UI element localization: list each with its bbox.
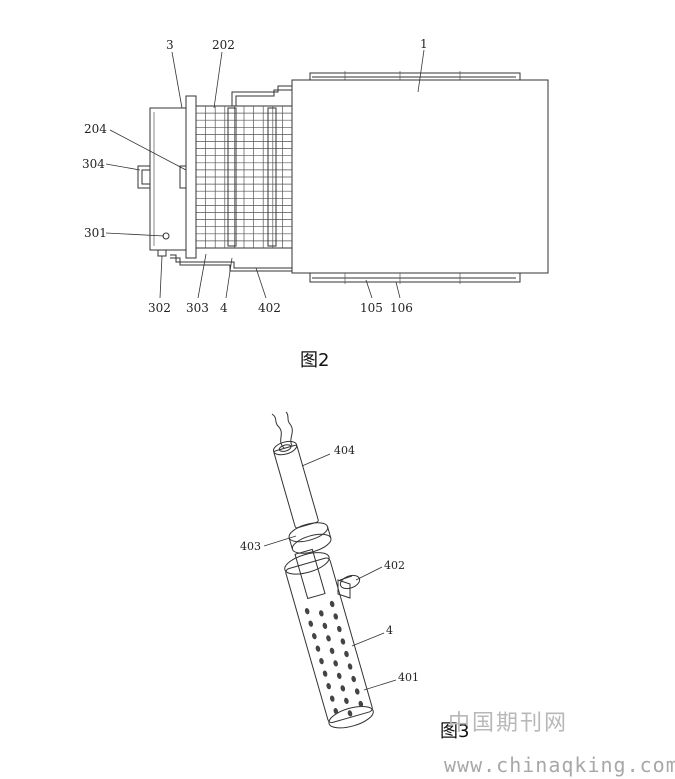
perforation-hole xyxy=(319,610,324,617)
label-204: 204 xyxy=(84,122,107,136)
perforation-hole xyxy=(340,638,346,645)
perforation-hole xyxy=(333,660,338,667)
perforation-hole xyxy=(329,647,335,654)
perforation-hole xyxy=(308,620,314,627)
figure-2: 3 202 1 204 304 301 302 303 4 402 105 10… xyxy=(82,37,549,371)
perforation-hole xyxy=(312,633,317,640)
perforation-hole xyxy=(340,685,346,692)
side-pipe xyxy=(337,574,361,599)
top-pipe xyxy=(231,85,292,106)
perforation-hole xyxy=(336,672,342,679)
label-106: 106 xyxy=(390,301,413,315)
perforation-hole xyxy=(319,658,324,665)
label-302: 302 xyxy=(148,301,171,315)
watermark-site-url: www.chinaqking.com xyxy=(444,753,675,777)
perforation-hole xyxy=(329,600,335,608)
perforation-hole xyxy=(337,625,342,633)
grid-frame xyxy=(195,105,293,249)
mounting-plate xyxy=(185,95,197,259)
box-housing xyxy=(149,107,187,251)
label-301: 301 xyxy=(84,226,107,240)
leader-lines xyxy=(105,49,425,299)
perforation-hole xyxy=(344,650,349,658)
watermark-site-name: 中国期刊网 xyxy=(448,711,568,736)
perforation-hole xyxy=(333,613,339,620)
perforation-hole xyxy=(322,670,328,677)
top-tube-rails xyxy=(300,71,548,81)
watermark: 中国期刊网 www.chinaqking.com xyxy=(444,711,675,777)
perforation-hole xyxy=(358,700,364,708)
perforation-hole xyxy=(347,710,353,717)
perforation-hole xyxy=(351,675,356,683)
left-handle xyxy=(137,165,150,189)
label-105: 105 xyxy=(360,301,383,315)
wire-leads xyxy=(271,411,293,449)
bottom-tube-rails xyxy=(300,272,548,284)
label-304: 304 xyxy=(82,157,105,171)
perforation-hole xyxy=(329,695,335,702)
bottom-pipe xyxy=(170,254,292,269)
main-panel xyxy=(291,79,549,274)
perforation-hole xyxy=(326,635,331,642)
perforated-tube xyxy=(284,548,374,729)
perforation-hole xyxy=(315,645,321,652)
label-3: 3 xyxy=(166,38,174,52)
label-401: 401 xyxy=(398,671,419,684)
label-403: 403 xyxy=(240,540,261,553)
label-202: 202 xyxy=(212,38,235,52)
label-402: 402 xyxy=(258,301,281,315)
heater-rod xyxy=(272,440,319,529)
perforation-hole xyxy=(347,663,353,670)
outlet-fitting xyxy=(157,249,167,257)
leader-lines-fig3 xyxy=(263,453,397,691)
label-4: 4 xyxy=(220,301,228,315)
perforation-hole xyxy=(354,688,360,695)
label-4-fig3: 4 xyxy=(386,624,393,637)
label-303: 303 xyxy=(186,301,209,315)
figure-3: 404 403 402 4 401 图3 xyxy=(240,411,469,742)
figure-2-caption: 图2 xyxy=(300,350,329,371)
perforation-hole xyxy=(333,708,339,715)
perforation-hole xyxy=(304,608,310,615)
perforation-hole xyxy=(344,697,349,704)
perforation-hole xyxy=(326,683,331,690)
figure-3-caption: 图3 xyxy=(440,721,469,742)
label-404: 404 xyxy=(334,444,355,457)
label-402-fig3: 402 xyxy=(384,559,405,572)
perforation-hole xyxy=(322,622,328,629)
flange-ring xyxy=(288,522,332,554)
inner-handle xyxy=(179,165,186,189)
label-1: 1 xyxy=(420,37,428,51)
